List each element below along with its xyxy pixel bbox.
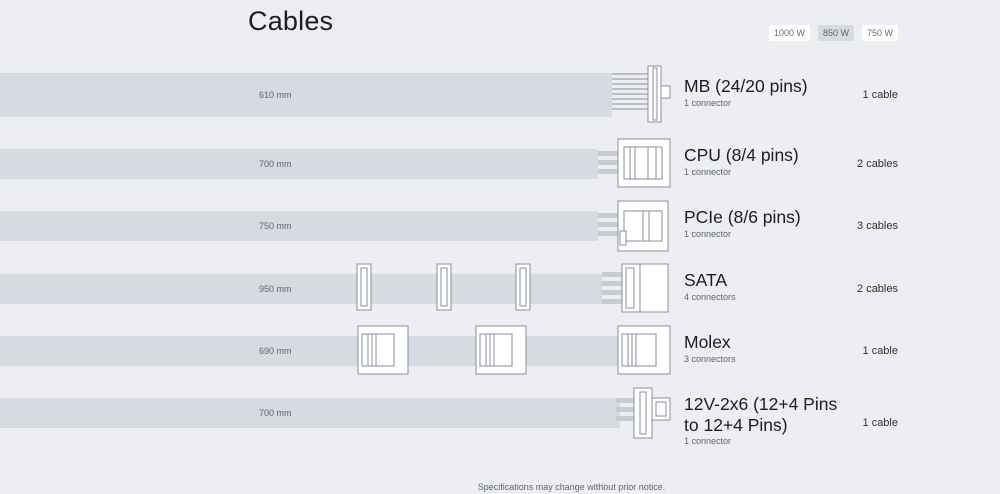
cable-length: 690 mm xyxy=(259,346,292,356)
cable-name: CPU (8/4 pins) xyxy=(684,145,799,165)
molex-inline-connector-icon xyxy=(475,325,527,375)
sata-inline-connector-icon xyxy=(436,263,452,311)
sata-inline-connector-icon xyxy=(515,263,531,311)
molex-inline-connector-icon xyxy=(357,325,409,375)
wattage-1000-button[interactable]: 1000 W xyxy=(768,25,810,41)
cable-band xyxy=(0,211,598,241)
cable-name: PCIe (8/6 pins) xyxy=(684,207,801,227)
wattage-selector: 1000 W 850 W 750 W xyxy=(768,25,898,41)
sata-inline-connector-icon xyxy=(356,263,372,311)
pcie-connector-icon xyxy=(598,200,669,252)
cable-length: 750 mm xyxy=(259,221,292,231)
cable-name: MB (24/20 pins) xyxy=(684,76,808,96)
connector-count: 1 connector xyxy=(684,167,732,177)
footnote: Specifications may change without prior … xyxy=(477,482,666,492)
molex-connector-icon xyxy=(617,325,671,375)
cable-name: 12V-2x6 (12+4 Pins to 12+4 Pins) xyxy=(684,394,838,435)
cable-count: 1 cable xyxy=(862,417,898,429)
connector-count: 4 connectors xyxy=(684,292,736,302)
cable-row-mb: 610 mm MB (24/20 pins) 1 connector 1 cab… xyxy=(0,65,1000,123)
cable-row-molex: 690 mm Molex 3 connectors 1 cable xyxy=(0,325,1000,375)
cable-length: 950 mm xyxy=(259,284,292,294)
page-title: Cables xyxy=(248,6,334,36)
cable-band xyxy=(0,149,598,179)
cable-count: 1 cable xyxy=(862,345,898,357)
12v-2x6-connector-icon xyxy=(616,387,671,439)
connector-count: 1 connector xyxy=(684,229,732,239)
cpu-connector-icon xyxy=(598,138,671,188)
cable-band xyxy=(0,73,612,117)
cable-name: SATA xyxy=(684,270,728,290)
cable-length: 700 mm xyxy=(259,408,292,418)
cable-row-pcie: 750 mm PCIe (8/6 pins) 1 connector 3 cab… xyxy=(0,200,1000,252)
cable-row-cpu: 700 mm CPU (8/4 pins) 1 connector 2 cabl… xyxy=(0,138,1000,188)
cable-band xyxy=(0,274,602,304)
connector-count: 3 connectors xyxy=(684,354,736,364)
cable-band xyxy=(0,398,620,428)
cable-length: 700 mm xyxy=(259,159,292,169)
cable-row-12v-2x6: 700 mm 12V-2x6 (12+4 Pins to 12+4 Pins) … xyxy=(0,387,1000,446)
cable-name: Molex xyxy=(684,332,731,352)
cable-count: 2 cables xyxy=(857,283,898,295)
connector-count: 1 connector xyxy=(684,98,732,108)
cable-count: 1 cable xyxy=(862,89,898,101)
wattage-850-button[interactable]: 850 W xyxy=(817,25,854,41)
cable-row-sata: 950 mm SATA 4 connectors 2 cables xyxy=(0,263,1000,313)
mb-connector-icon xyxy=(612,65,671,123)
wattage-750-button[interactable]: 750 W xyxy=(861,25,898,41)
cable-count: 2 cables xyxy=(857,158,898,170)
sata-connector-icon xyxy=(602,263,669,313)
cable-count: 3 cables xyxy=(857,220,898,232)
connector-count: 1 connector xyxy=(684,436,732,446)
cable-length: 610 mm xyxy=(259,90,292,100)
